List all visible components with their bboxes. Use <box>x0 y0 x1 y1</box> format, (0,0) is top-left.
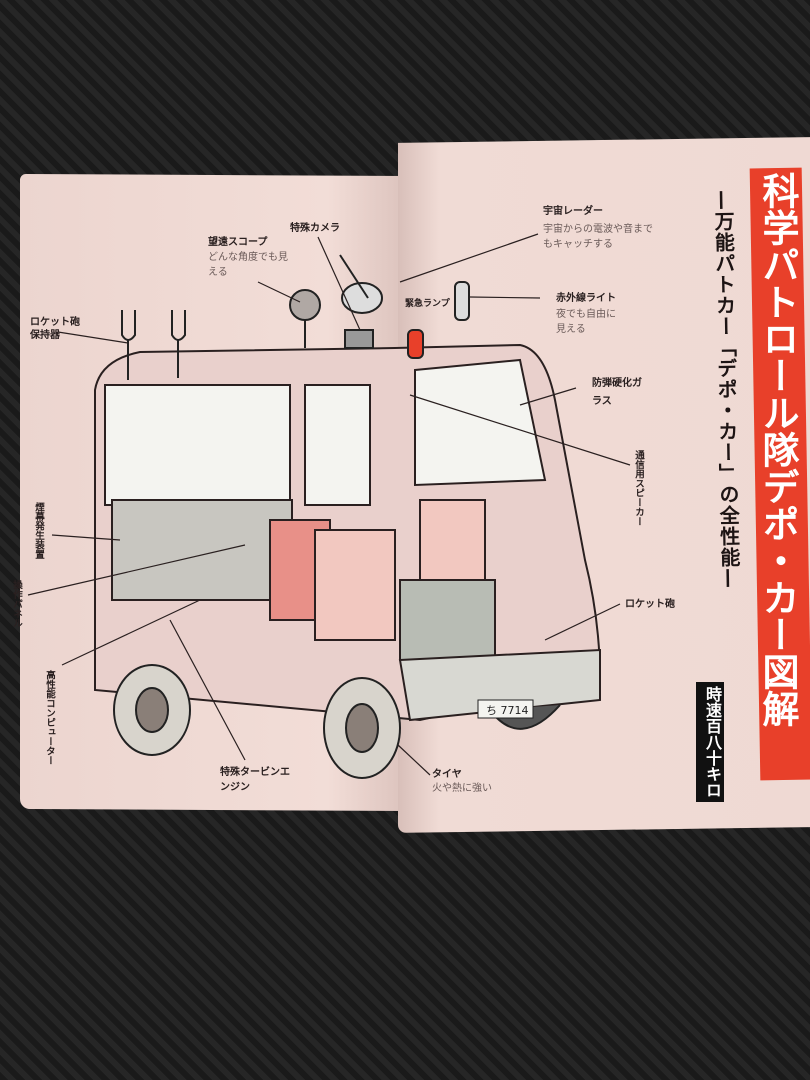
label-radar-desc: 宇宙からの電波や音までもキャッチする <box>543 224 653 250</box>
title: 科学パトロール隊デポ・カー図解 <box>756 172 799 727</box>
label-radar: 宇宙レーダー <box>543 206 603 217</box>
wheels <box>113 664 561 779</box>
license-plate-text: ち 7714 <box>486 704 529 717</box>
license-plate <box>477 699 534 719</box>
label-tire-desc: 火や熱に強い <box>432 783 492 794</box>
label-panel: 操作パネル <box>11 580 22 628</box>
label-infrared: 赤外線ライト <box>556 293 616 304</box>
label-glass: 防弾硬化ガラス <box>592 378 642 407</box>
van-body <box>94 343 602 722</box>
label-infrared-desc: 夜でも自由に見える <box>556 309 616 335</box>
roof-equipment <box>121 254 470 380</box>
label-engine: 特殊タービンエンジン <box>220 767 290 793</box>
label-tire: タイヤ <box>432 769 462 780</box>
label-rocket-holder: ロケット砲保持器 <box>30 317 80 341</box>
label-speaker: 通信用スピーカー <box>633 450 644 526</box>
label-smoke: 煙幕発生装置 <box>33 502 44 559</box>
speed-badge: 時速百八十キロ <box>696 682 724 802</box>
leader-lines <box>27 233 631 776</box>
label-scope-desc: どんな角度でも見える <box>208 252 288 278</box>
label-scope: 望遠スコープ <box>208 237 268 248</box>
label-rocket: ロケット砲 <box>625 599 675 610</box>
label-computer: 高性能コンピューター <box>44 670 55 765</box>
label-camera: 特殊カメラ <box>290 223 340 234</box>
label-emergency-lamp: 緊急ランプ <box>405 299 450 309</box>
